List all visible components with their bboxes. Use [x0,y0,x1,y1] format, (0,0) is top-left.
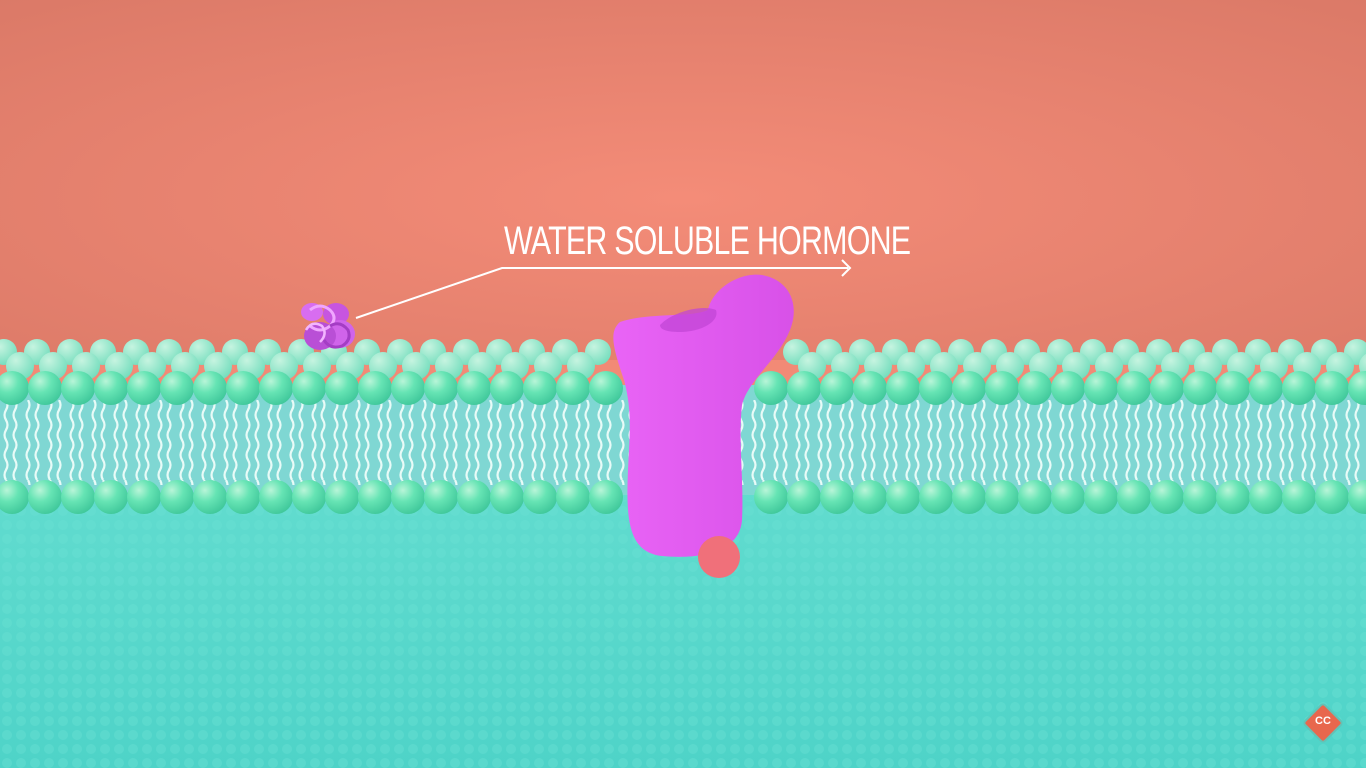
phospholipid-head [358,371,392,405]
phospholipid-head [424,480,458,514]
phospholipid-head [556,371,590,405]
phospholipid-head [28,480,62,514]
phospholipid-heads-bottom [0,480,1366,514]
phospholipid-head [358,480,392,514]
phospholipid-head [919,480,953,514]
phospholipid-head [1183,371,1217,405]
phospholipid-head [1249,371,1283,405]
phospholipid-head [490,371,524,405]
phospholipid-head [1150,480,1184,514]
phospholipid-head [919,371,953,405]
phospholipid-head [952,371,986,405]
phospholipid-head [820,371,854,405]
phospholipid-head [1150,371,1184,405]
phospholipid-head [160,371,194,405]
phospholipid-head [457,480,491,514]
phospholipid-head [1084,480,1118,514]
phospholipid-head [1348,480,1366,514]
phospholipid-head [61,371,95,405]
phospholipid-head [160,480,194,514]
phospholipid-head [127,480,161,514]
extracellular-space [0,0,1366,360]
phospholipid-head [226,371,260,405]
phospholipid-head [985,371,1019,405]
phospholipid-head [985,480,1019,514]
phospholipid-head [1282,480,1316,514]
phospholipid-head [952,480,986,514]
phospholipid-head [1249,480,1283,514]
phospholipid-head [1183,480,1217,514]
phospholipid-head [1084,371,1118,405]
phospholipid-head [127,371,161,405]
phospholipid-head [1315,480,1349,514]
phospholipid-head [754,480,788,514]
phospholipid-head [1348,371,1366,405]
phospholipid-head [523,371,557,405]
phospholipid-head [28,371,62,405]
phospholipid-head [820,480,854,514]
phospholipid-head [886,480,920,514]
logo-text: CC [1315,715,1331,727]
phospholipid-head [292,480,326,514]
phospholipid-head [523,480,557,514]
phospholipid-head [853,480,887,514]
phospholipid-heads-top [0,371,1366,405]
receptor-protein [613,274,794,557]
coiled-peptide-icon [301,303,355,350]
phospholipid-head [292,371,326,405]
phospholipid-head [391,480,425,514]
phospholipid-head [325,371,359,405]
phospholipid-head [589,371,623,405]
phospholipid-head [0,371,29,405]
phospholipid-head [94,480,128,514]
phospholipid-head [1216,371,1250,405]
phospholipid-head [424,371,458,405]
phospholipid-head [589,480,623,514]
phospholipid-head [193,480,227,514]
phospholipid-head [325,480,359,514]
phospholipid-head [1315,371,1349,405]
phospholipid-head [1018,371,1052,405]
phospholipid-head [193,371,227,405]
phospholipid-head [1216,480,1250,514]
phospholipid-head [457,371,491,405]
hormone-label: WATER SOLUBLE HORMONE [504,219,911,263]
phospholipid-head [886,371,920,405]
phospholipid-head [787,371,821,405]
phospholipid-head [1051,480,1085,514]
phospholipid-head [1117,480,1151,514]
phospholipid-head [391,371,425,405]
phospholipid-head [1018,480,1052,514]
phospholipid-head [259,371,293,405]
phospholipid-head [787,480,821,514]
phospholipid-head [1282,371,1316,405]
phospholipid-head [1117,371,1151,405]
phospholipid-head [754,371,788,405]
label-leader-line [355,259,852,319]
phospholipid-head [490,480,524,514]
phospholipid-head [0,480,29,514]
phospholipid-head [259,480,293,514]
phospholipid-head [94,371,128,405]
phospholipid-head [1051,371,1085,405]
phospholipid-head [226,480,260,514]
phospholipid-head [556,480,590,514]
phospholipid-head [853,371,887,405]
phospholipid-head [61,480,95,514]
g-protein [698,536,740,578]
